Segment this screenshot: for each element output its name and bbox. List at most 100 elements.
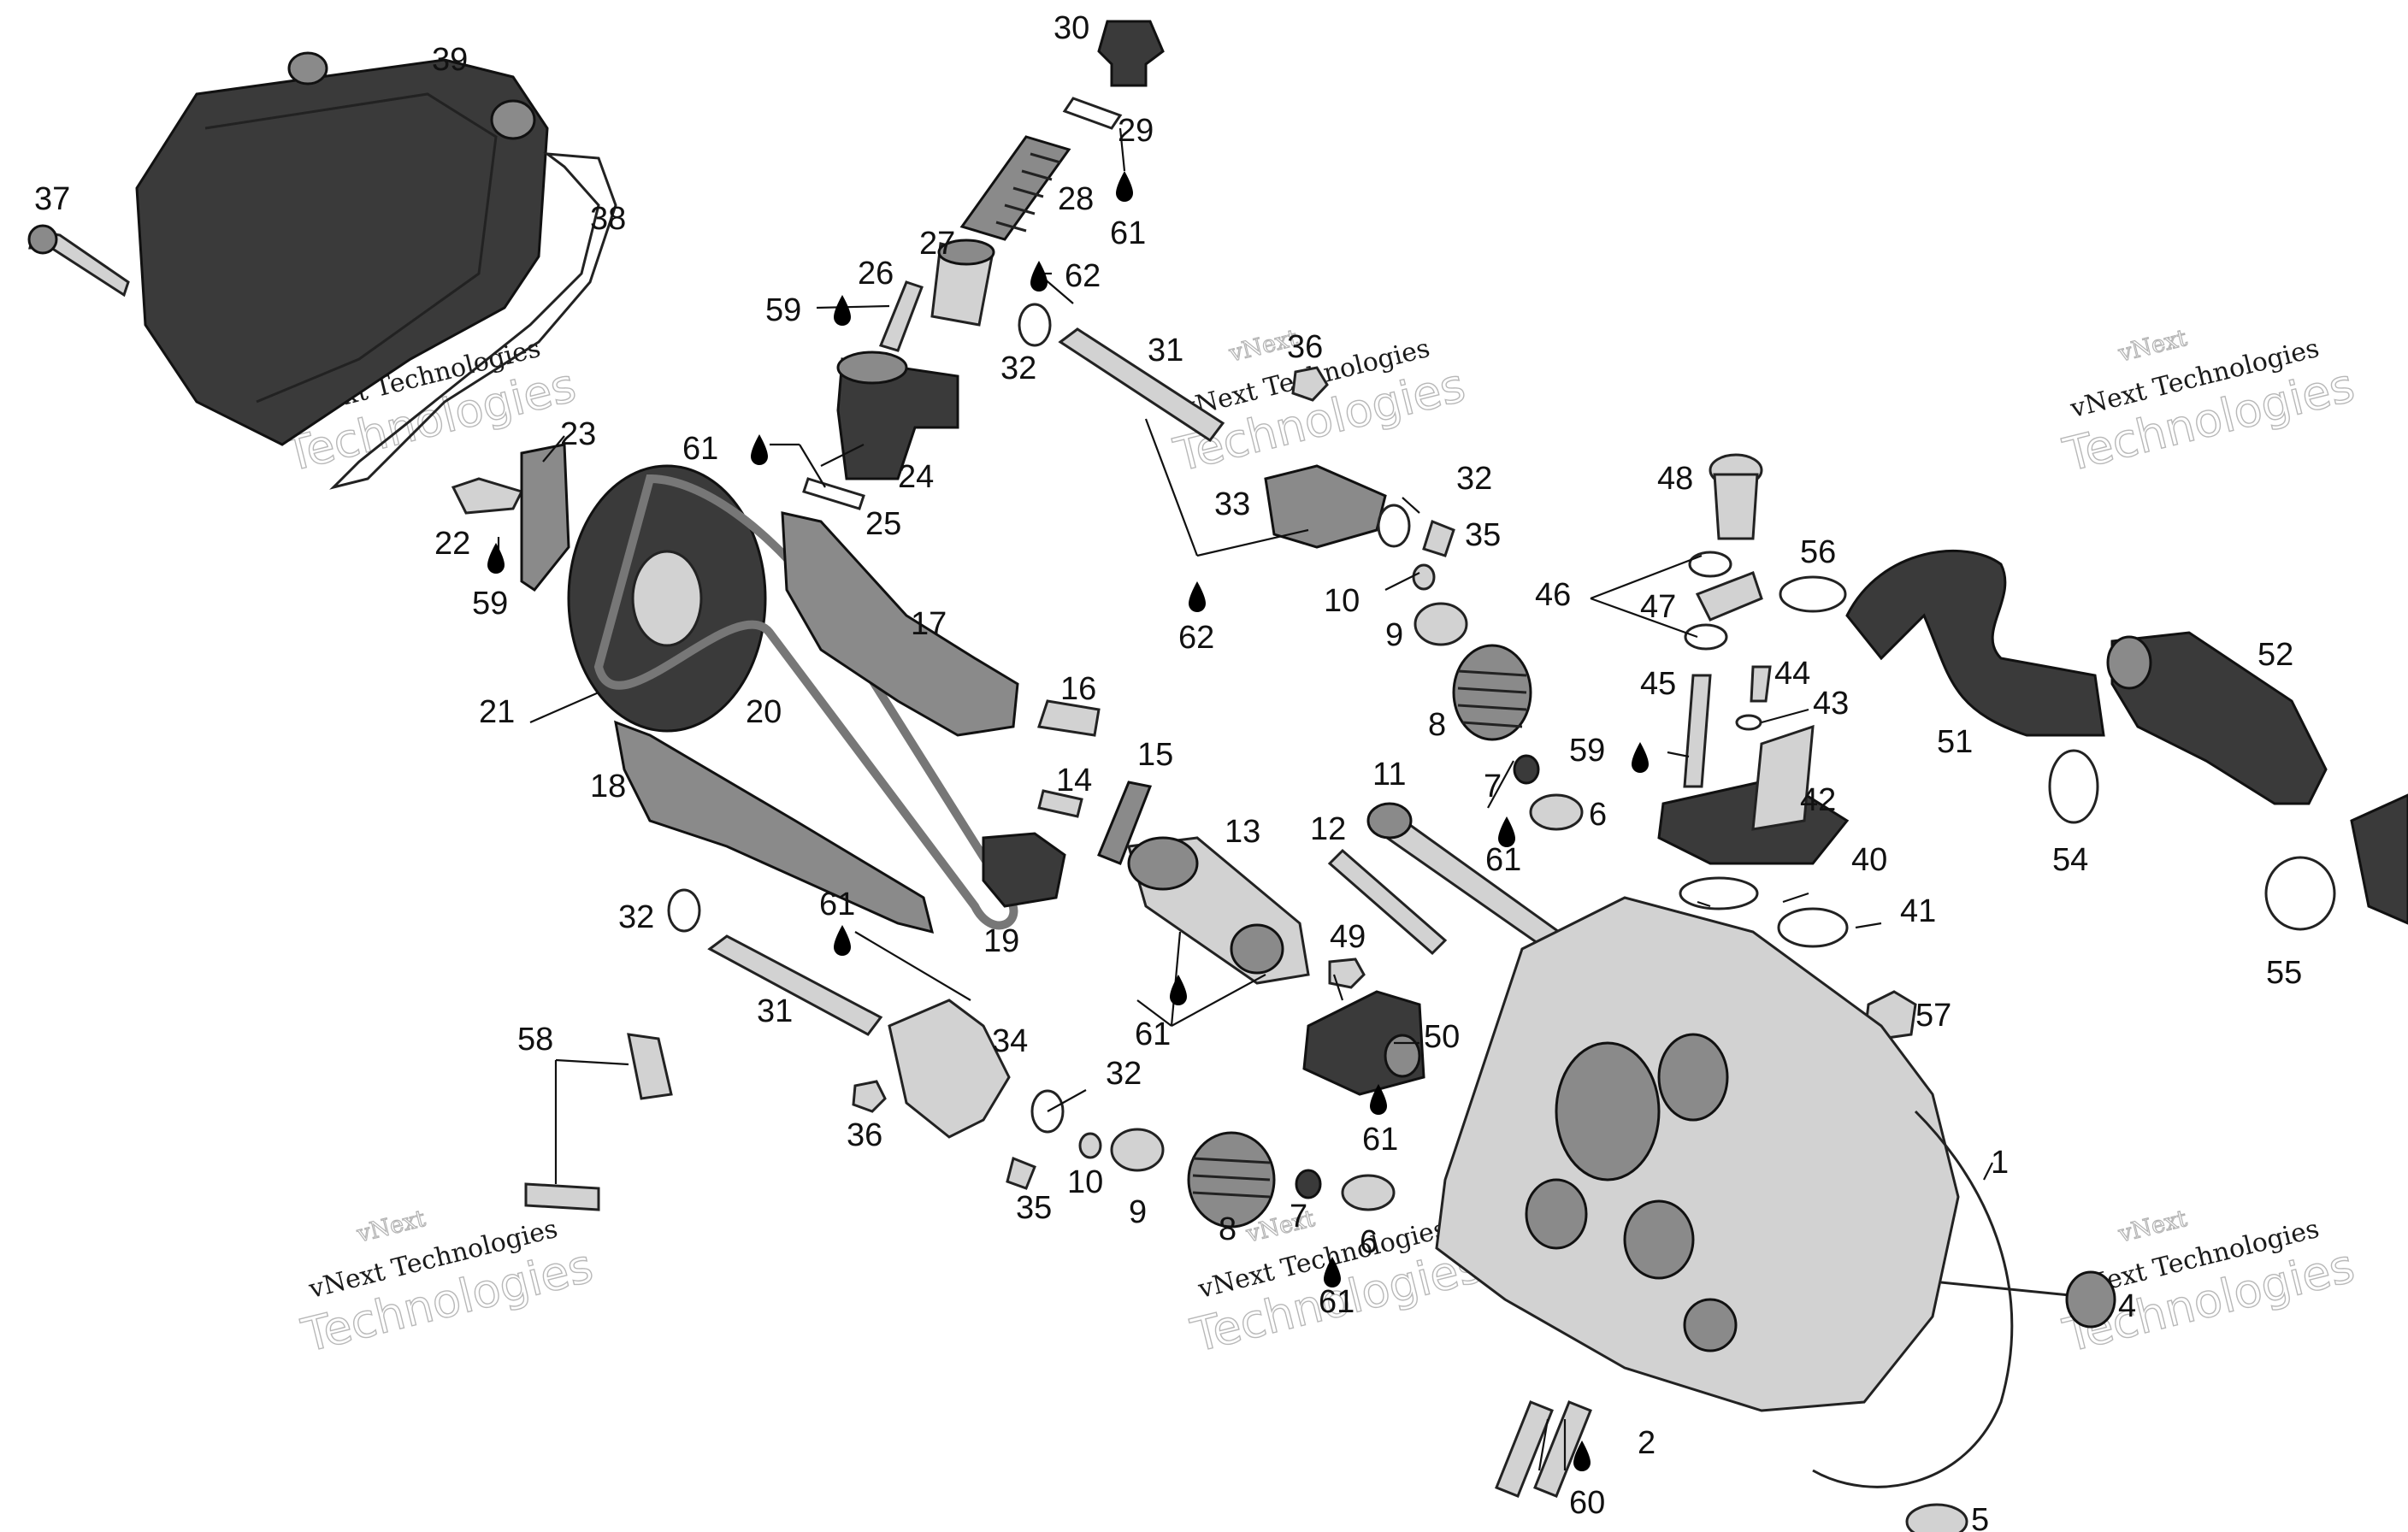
thermostat-bolt-part [1683, 674, 1712, 788]
callout-61: 61 [1319, 1284, 1354, 1320]
valve-seal-lower-part [1295, 1169, 1322, 1199]
callout-9: 9 [1129, 1194, 1147, 1230]
callout-62: 62 [1065, 258, 1101, 294]
hose-clamp-right-part [2264, 856, 2336, 931]
hose-clamp-mid-part [2048, 749, 2099, 824]
sensor-screw-part [1328, 958, 1366, 989]
callout-35: 35 [1465, 517, 1501, 553]
oil-drop-icon [487, 543, 505, 574]
callout-62: 62 [1178, 620, 1214, 656]
callout-23: 23 [560, 416, 596, 452]
callout-55: 55 [2266, 955, 2302, 991]
callout-16: 16 [1060, 671, 1096, 707]
oil-drop-icon [1189, 581, 1206, 612]
callout-6: 6 [1589, 797, 1607, 833]
nut-upper-part [1291, 366, 1329, 402]
oil-drop-icon [751, 434, 768, 465]
callout-49: 49 [1330, 919, 1366, 955]
callout-19: 19 [983, 923, 1019, 959]
callout-34: 34 [992, 1023, 1028, 1059]
camshaft-gear-part [1097, 781, 1153, 865]
valve-cover-part [135, 51, 549, 446]
banjo-fitting-part [1695, 571, 1763, 622]
sealing-ring-part [1062, 97, 1123, 130]
tensioner-plunger-part [930, 239, 995, 327]
valve-seal-upper-part [1513, 754, 1540, 785]
cover-bolt-part [27, 224, 130, 298]
dowel-upper-part [627, 1033, 673, 1100]
callout-31: 31 [757, 993, 793, 1029]
callout-37: 37 [34, 181, 70, 217]
svg-text:vNext: vNext [2116, 325, 2190, 368]
tensioner-plug-part [1097, 20, 1165, 87]
coolant-hose-right-part [2350, 793, 2408, 925]
intake-valve-part [1940, 1270, 2116, 1329]
callout-13: 13 [1225, 814, 1260, 850]
tensioner-gasket-part [802, 477, 865, 510]
callout-42: 42 [1800, 782, 1836, 818]
callout-8: 8 [1219, 1211, 1236, 1247]
callout-38: 38 [590, 201, 626, 237]
callout-7: 7 [1484, 769, 1502, 804]
rocker-shaft-upper-part [1058, 327, 1225, 443]
callout-61: 61 [819, 887, 855, 922]
callout-58: 58 [517, 1022, 553, 1058]
callout-33: 33 [1214, 486, 1250, 522]
o-ring-left-part [667, 888, 701, 933]
callout-59: 59 [1569, 733, 1605, 769]
callout-1: 1 [1991, 1145, 2009, 1181]
callout-59: 59 [472, 586, 508, 622]
pin-part [878, 280, 924, 352]
camshaft-sprocket-part [567, 464, 767, 733]
callout-52: 52 [2258, 637, 2293, 673]
callout-2: 2 [1638, 1425, 1656, 1461]
o-ring-lower-part [1030, 1089, 1065, 1134]
tensioner-spring-part [959, 135, 1071, 241]
cylinder-head-part [1435, 896, 2014, 1488]
callout-41: 41 [1900, 893, 1936, 929]
callout-50: 50 [1424, 1019, 1460, 1055]
exhaust-valve-part [1905, 1503, 1968, 1532]
timing-chain-part [593, 474, 1018, 930]
hose-clamp-upper-part [1779, 575, 1847, 613]
callout-32: 32 [618, 899, 654, 935]
callout-7: 7 [1290, 1199, 1307, 1234]
sprocket-bolt-part [1037, 789, 1083, 818]
callout-25: 25 [865, 506, 901, 542]
o-ring-part [1018, 303, 1052, 347]
callout-61: 61 [1110, 215, 1146, 251]
callout-48: 48 [1657, 461, 1693, 497]
callout-28: 28 [1058, 181, 1094, 217]
callout-61: 61 [682, 431, 718, 467]
oil-drop-icon [1030, 261, 1048, 292]
callout-45: 45 [1640, 666, 1676, 702]
head-bolt-short-part [1327, 848, 1448, 956]
callout-10: 10 [1067, 1164, 1103, 1200]
adjuster-screw-upper-part [1422, 520, 1455, 557]
callout-26: 26 [858, 256, 894, 292]
watermark-3: vNext vNext Technologies Technologies [2057, 324, 2360, 483]
thrust-plate-part [982, 832, 1066, 908]
callout-57: 57 [1915, 998, 1951, 1034]
oil-drop-icon [834, 295, 851, 326]
callout-32: 32 [1000, 351, 1036, 386]
valve-spring-lower-part [1187, 1131, 1276, 1229]
spring-retainer-lower-part [1110, 1128, 1165, 1172]
valve-key-upper-part [1412, 563, 1436, 591]
coolant-hose-part [1845, 550, 2105, 737]
callout-5: 5 [1971, 1502, 1989, 1532]
callout-60: 60 [1569, 1485, 1605, 1521]
adjuster-screw-lower-part [1006, 1156, 1036, 1190]
oil-drop-icon [1632, 742, 1649, 773]
svg-text:vNext: vNext [354, 1205, 428, 1248]
callout-21: 21 [479, 694, 515, 730]
callout-12: 12 [1310, 811, 1346, 847]
watermark-6: vNext vNext Technologies Technologies [2057, 1205, 2360, 1364]
valve-guide-a-part [1495, 1400, 1554, 1498]
callout-61: 61 [1362, 1122, 1398, 1158]
nut-lower-part [852, 1080, 887, 1113]
valve-cover-gasket-part [329, 152, 617, 490]
spring-seat-lower-part [1341, 1174, 1396, 1211]
